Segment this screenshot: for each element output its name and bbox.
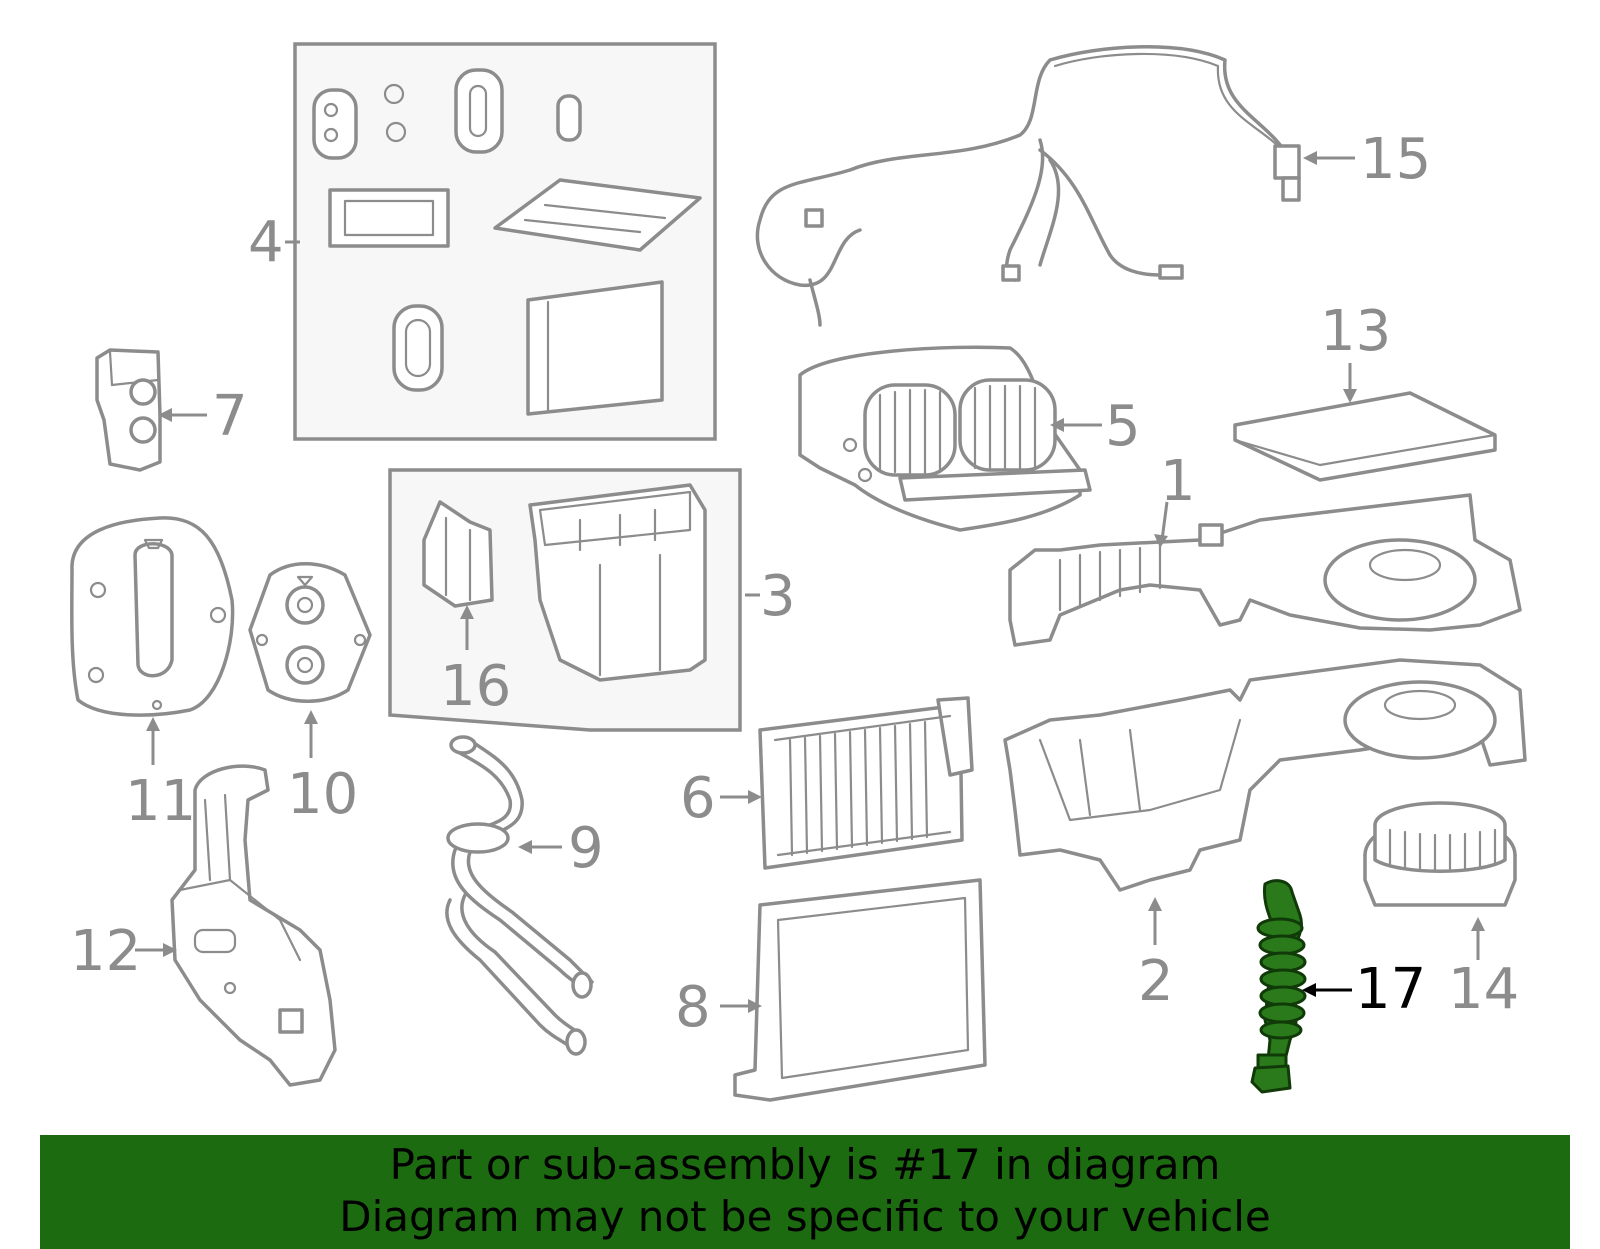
part-13-cabin-filter[interactable]: [1233, 391, 1497, 482]
callout-12: 12: [70, 919, 141, 984]
callout-1: 1: [1160, 449, 1196, 514]
callout-17: 17: [1355, 957, 1426, 1022]
part-11-seal[interactable]: [70, 516, 235, 717]
part-5-blower-housing[interactable]: [798, 345, 1092, 532]
part-17-drain-hose[interactable]: [1250, 879, 1307, 1094]
callout-11: 11: [125, 769, 196, 834]
part-9-heater-tubes[interactable]: [445, 735, 594, 1056]
part-6-evaporator[interactable]: [758, 696, 974, 870]
banner-line-1: Part or sub-assembly is #17 in diagram: [389, 1140, 1221, 1189]
part-12-duct[interactable]: [170, 764, 337, 1087]
part-15-wire-harness[interactable]: [755, 45, 1301, 327]
part-1-upper-case[interactable]: [1008, 493, 1522, 647]
callout-7: 7: [212, 384, 248, 449]
callout-14: 14: [1448, 957, 1519, 1022]
callout-16: 16: [440, 654, 511, 719]
part-2-lower-case[interactable]: [1003, 658, 1527, 892]
callout-labels: 4 7 1 13 5 15 3 16 11 10 9 6 8 12 2 14 1…: [70, 127, 1519, 1040]
callout-4: 4: [248, 210, 284, 275]
part-10-gasket[interactable]: [248, 562, 372, 703]
callout-5: 5: [1105, 394, 1141, 459]
callout-15: 15: [1360, 127, 1431, 192]
callout-3: 3: [760, 564, 796, 629]
callout-8: 8: [675, 975, 711, 1040]
info-banner: Part or sub-assembly is #17 in diagram D…: [40, 1135, 1570, 1249]
part-3-case-box[interactable]: [388, 468, 742, 732]
leader-lines: [135, 151, 1485, 1013]
part-7-expansion-valve[interactable]: [95, 348, 162, 472]
callout-2: 2: [1138, 949, 1174, 1014]
callout-13: 13: [1320, 299, 1391, 364]
callout-6: 6: [680, 766, 716, 831]
banner-line-2: Diagram may not be specific to your vehi…: [339, 1192, 1271, 1241]
callout-9: 9: [568, 816, 604, 881]
part-8-heater-core[interactable]: [733, 878, 987, 1102]
callout-10: 10: [287, 762, 358, 827]
part-14-blower-motor[interactable]: [1363, 801, 1517, 907]
part-4-kit-box[interactable]: [293, 42, 717, 441]
